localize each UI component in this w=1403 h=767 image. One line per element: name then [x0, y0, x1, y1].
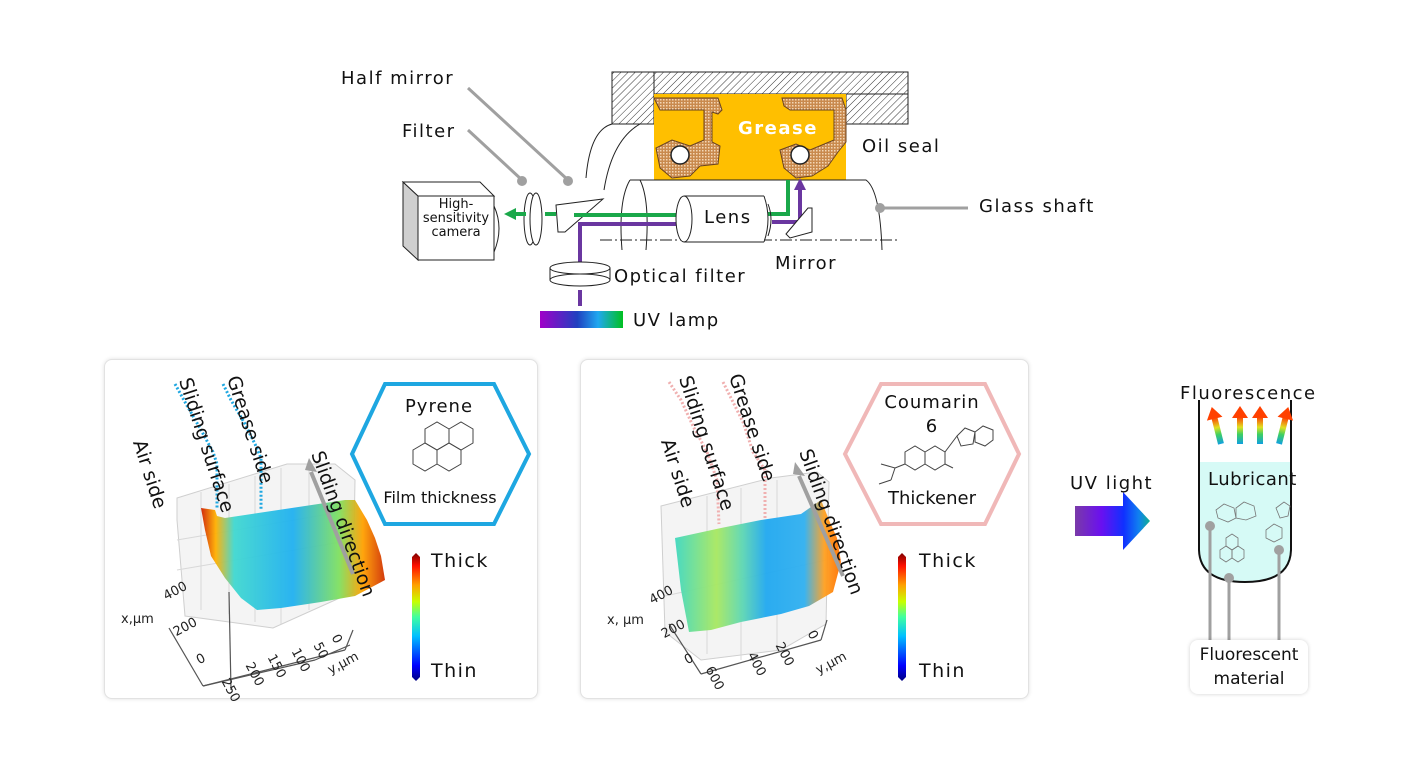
uv-lamp-bar — [540, 311, 623, 328]
dye-name-number: 6 — [925, 416, 939, 437]
colorbar-coumarin — [898, 553, 906, 681]
thickness-surface — [675, 500, 841, 632]
label-grease: Grease — [738, 118, 818, 139]
oil-seal-left — [653, 97, 723, 179]
dye-measures: Thickener — [887, 488, 977, 509]
colorbar-high: Thick — [919, 550, 977, 572]
test-tube — [1198, 400, 1292, 584]
label-filter: Filter — [402, 121, 456, 142]
label-half-mirror: Half mirror — [341, 68, 455, 89]
camera-line-2: sensitivity — [422, 211, 490, 226]
principle-diagram: UV light Fluorescence Lubricant Fluoresc… — [1040, 370, 1380, 710]
dotted-guides — [173, 383, 263, 510]
sliding-direction-arrow — [793, 462, 805, 476]
camera-line-3: camera — [431, 225, 481, 240]
panel-coumarin: Air side Sliding surface Grease side Sli… — [580, 359, 1029, 699]
label-oil-seal: Oil seal — [862, 136, 941, 157]
camera-line-1: High- — [438, 197, 474, 212]
label-fluorescence: Fluorescence — [1180, 383, 1317, 404]
panel-pyrene: Air side Sliding surface Grease side Sli… — [104, 359, 538, 705]
molecule-icons — [1215, 501, 1291, 563]
dye-name: Pyrene — [404, 396, 474, 417]
colorbar-low: Thin — [919, 660, 966, 682]
sliding-direction-arrow — [305, 458, 317, 472]
surface-plot-coumarin — [660, 381, 1022, 681]
colorbar-pyrene — [412, 553, 420, 681]
lubricant-fill — [1199, 462, 1291, 582]
dotted-guides — [667, 381, 767, 525]
lens-cylinder — [675, 195, 772, 243]
uv-light-arrow-icon — [1075, 492, 1150, 550]
x-axis-label: x,µm — [121, 612, 154, 627]
colorbar-high: Thick — [431, 550, 489, 572]
fluorescence-arrows — [1206, 406, 1294, 445]
dye-name: Coumarin — [884, 392, 980, 413]
fluorescent-material-line-2: material — [1213, 669, 1285, 689]
principle-drawing — [1075, 400, 1294, 642]
oil-seal-right — [779, 97, 847, 179]
dye-hexagon — [842, 382, 1022, 526]
leader-lines — [466, 86, 968, 210]
coumarin-structure-icon — [878, 425, 994, 485]
label-glass-shaft: Glass shaft — [979, 196, 1095, 217]
pyrene-structure-icon — [412, 421, 474, 472]
fluorescent-material-line-1: Fluorescent — [1199, 645, 1299, 665]
label-mirror: Mirror — [775, 253, 838, 274]
label-uv-light: UV light — [1070, 473, 1154, 494]
surface-plot-pyrene — [168, 382, 532, 691]
mirror — [785, 207, 813, 239]
label-lens: Lens — [704, 207, 752, 228]
label-lubricant: Lubricant — [1208, 469, 1297, 490]
label-uv-lamp: UV lamp — [633, 310, 720, 331]
dye-measures: Film thickness — [383, 488, 497, 507]
setup-drawing — [401, 71, 968, 328]
thickness-surface — [201, 500, 385, 610]
optical-filter-disc — [549, 261, 611, 287]
housing — [611, 71, 909, 125]
optical-setup-diagram: Half mirror Filter High- sensitivity cam… — [0, 0, 1403, 340]
glass-shaft — [600, 179, 900, 251]
camera-body — [401, 180, 500, 262]
colorbar-low: Thin — [431, 660, 478, 682]
emission-path — [516, 180, 790, 217]
x-axis-label: x, µm — [607, 613, 644, 628]
label-optical-filter: Optical filter — [614, 266, 747, 287]
fluorescent-material-box: Fluorescent material — [1190, 640, 1308, 694]
material-leaders — [1208, 526, 1281, 642]
label-camera: High- sensitivity camera — [420, 198, 492, 240]
dye-hexagon — [349, 382, 532, 526]
